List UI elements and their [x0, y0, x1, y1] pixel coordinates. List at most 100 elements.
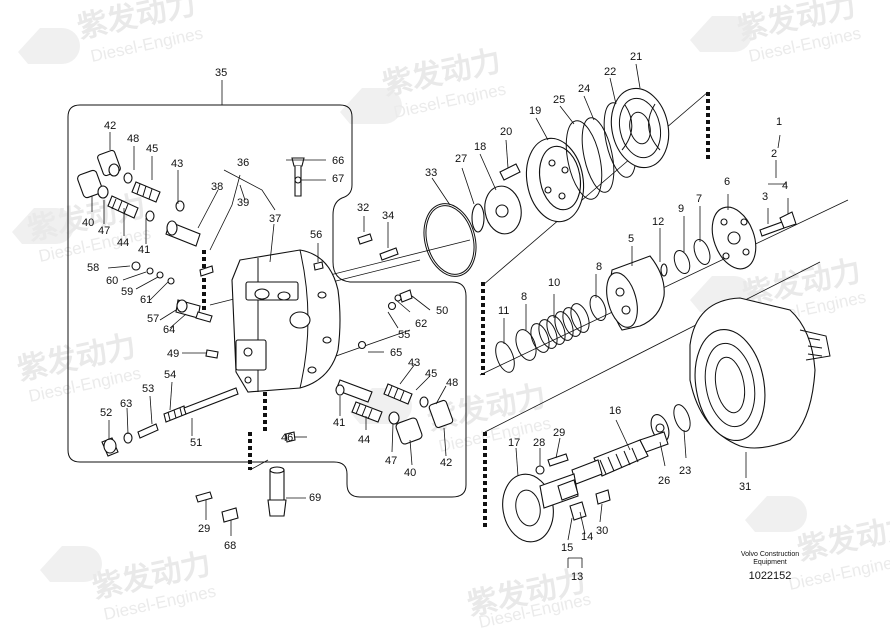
callout: 59	[121, 286, 133, 298]
callout: 2	[771, 148, 777, 160]
callout: 68	[224, 540, 236, 552]
callout: 40	[404, 467, 416, 479]
callout: 36	[237, 157, 249, 169]
callout: 45	[146, 143, 158, 155]
callout: 44	[358, 434, 370, 446]
maker-line-1: Volvo Construction	[741, 551, 799, 558]
callout: 43	[408, 357, 420, 369]
part-33-oring-inner	[425, 205, 475, 275]
drawing-footer: Volvo Construction Equipment 1022152	[741, 551, 799, 582]
part-16-shaft	[571, 431, 669, 485]
callout: 48	[127, 133, 139, 145]
callout: 49	[167, 348, 179, 360]
part-19-drum	[525, 137, 585, 223]
callout: 62	[415, 318, 427, 330]
callout: 51	[190, 437, 202, 449]
callout: 44	[117, 237, 129, 249]
callout: 5	[628, 233, 634, 245]
part-20-spring	[499, 163, 521, 181]
callout: 58	[87, 262, 99, 274]
part-5-block	[606, 255, 665, 331]
callout: 61	[140, 294, 152, 306]
callout: 4	[782, 180, 788, 192]
callout: 27	[455, 153, 467, 165]
callout: 47	[98, 225, 110, 237]
callout: 12	[652, 216, 664, 228]
leader-lines	[91, 63, 789, 568]
callout: 8	[596, 261, 602, 273]
callout: 20	[500, 126, 512, 138]
callout: 43	[171, 158, 183, 170]
callout: 32	[357, 202, 369, 214]
callout: 30	[596, 525, 608, 537]
callout: 41	[138, 244, 150, 256]
callout: 8	[521, 291, 527, 303]
callout: 6	[724, 176, 730, 188]
valve-group-outline	[67, 104, 467, 498]
part-30-screw	[595, 489, 611, 505]
callout: 42	[104, 120, 116, 132]
part-27-ring	[471, 203, 485, 233]
part-9-ring	[673, 249, 691, 275]
callout: 22	[604, 66, 616, 78]
callout: 38	[211, 181, 223, 193]
callout: 66	[332, 155, 344, 167]
part-26-hole	[655, 423, 665, 433]
callout: 40	[82, 217, 94, 229]
part-7-ring	[693, 239, 711, 265]
callout: 13	[571, 571, 583, 583]
callout: 9	[678, 203, 684, 215]
dashed-guides	[202, 92, 710, 528]
callout: 67	[332, 173, 344, 185]
callout: 23	[679, 465, 691, 477]
part-10-spring	[530, 303, 590, 353]
callout: 50	[436, 305, 448, 317]
callout: 3	[762, 191, 768, 203]
callout: 34	[382, 210, 394, 222]
callout: 56	[310, 229, 322, 241]
callout: 31	[739, 481, 751, 493]
part-21-plate	[610, 87, 670, 169]
callout: 29	[553, 427, 565, 439]
part-25-ring	[565, 120, 603, 200]
callout: 26	[658, 475, 670, 487]
left-valve-parts	[77, 149, 201, 247]
callout: 16	[609, 405, 621, 417]
callout: 17	[508, 437, 520, 449]
motor-housing	[231, 249, 341, 393]
callout: 47	[385, 455, 397, 467]
callout: 15	[561, 542, 573, 554]
callout: 41	[333, 417, 345, 429]
callout: 25	[553, 94, 565, 106]
part-12-pin	[660, 263, 668, 277]
callout: 18	[474, 141, 486, 153]
callout: 52	[100, 407, 112, 419]
callout: 65	[390, 347, 402, 359]
part-6-plate	[711, 206, 757, 270]
callout: 54	[164, 369, 176, 381]
callout: 19	[529, 105, 541, 117]
callout: 10	[548, 277, 560, 289]
callout: 53	[142, 383, 154, 395]
maker-line-2: Equipment	[753, 559, 787, 566]
right-valve-parts	[335, 289, 454, 445]
callout: 14	[581, 531, 593, 543]
bottom-parts	[195, 431, 296, 523]
callout: 63	[120, 398, 132, 410]
part-28-ball	[535, 465, 545, 475]
part-14-bush	[557, 479, 579, 501]
drawing-number: 1022152	[749, 570, 792, 582]
callout: 35	[215, 67, 227, 79]
callout: 46	[281, 432, 293, 444]
callout: 57	[147, 313, 159, 325]
part-8-ring	[515, 329, 537, 361]
top-small-parts	[199, 157, 399, 277]
part-8b-ring	[589, 295, 607, 321]
part-33-oring	[423, 203, 477, 277]
callout: 21	[630, 51, 642, 63]
callout: 1	[776, 116, 782, 128]
part-23-ring	[673, 404, 691, 432]
callout: 55	[398, 329, 410, 341]
callout-labels: 1 2 3 4 5 6 7 8 9 10 11 12 13 14 15 16 1…	[82, 51, 788, 583]
callout: 45	[425, 368, 437, 380]
